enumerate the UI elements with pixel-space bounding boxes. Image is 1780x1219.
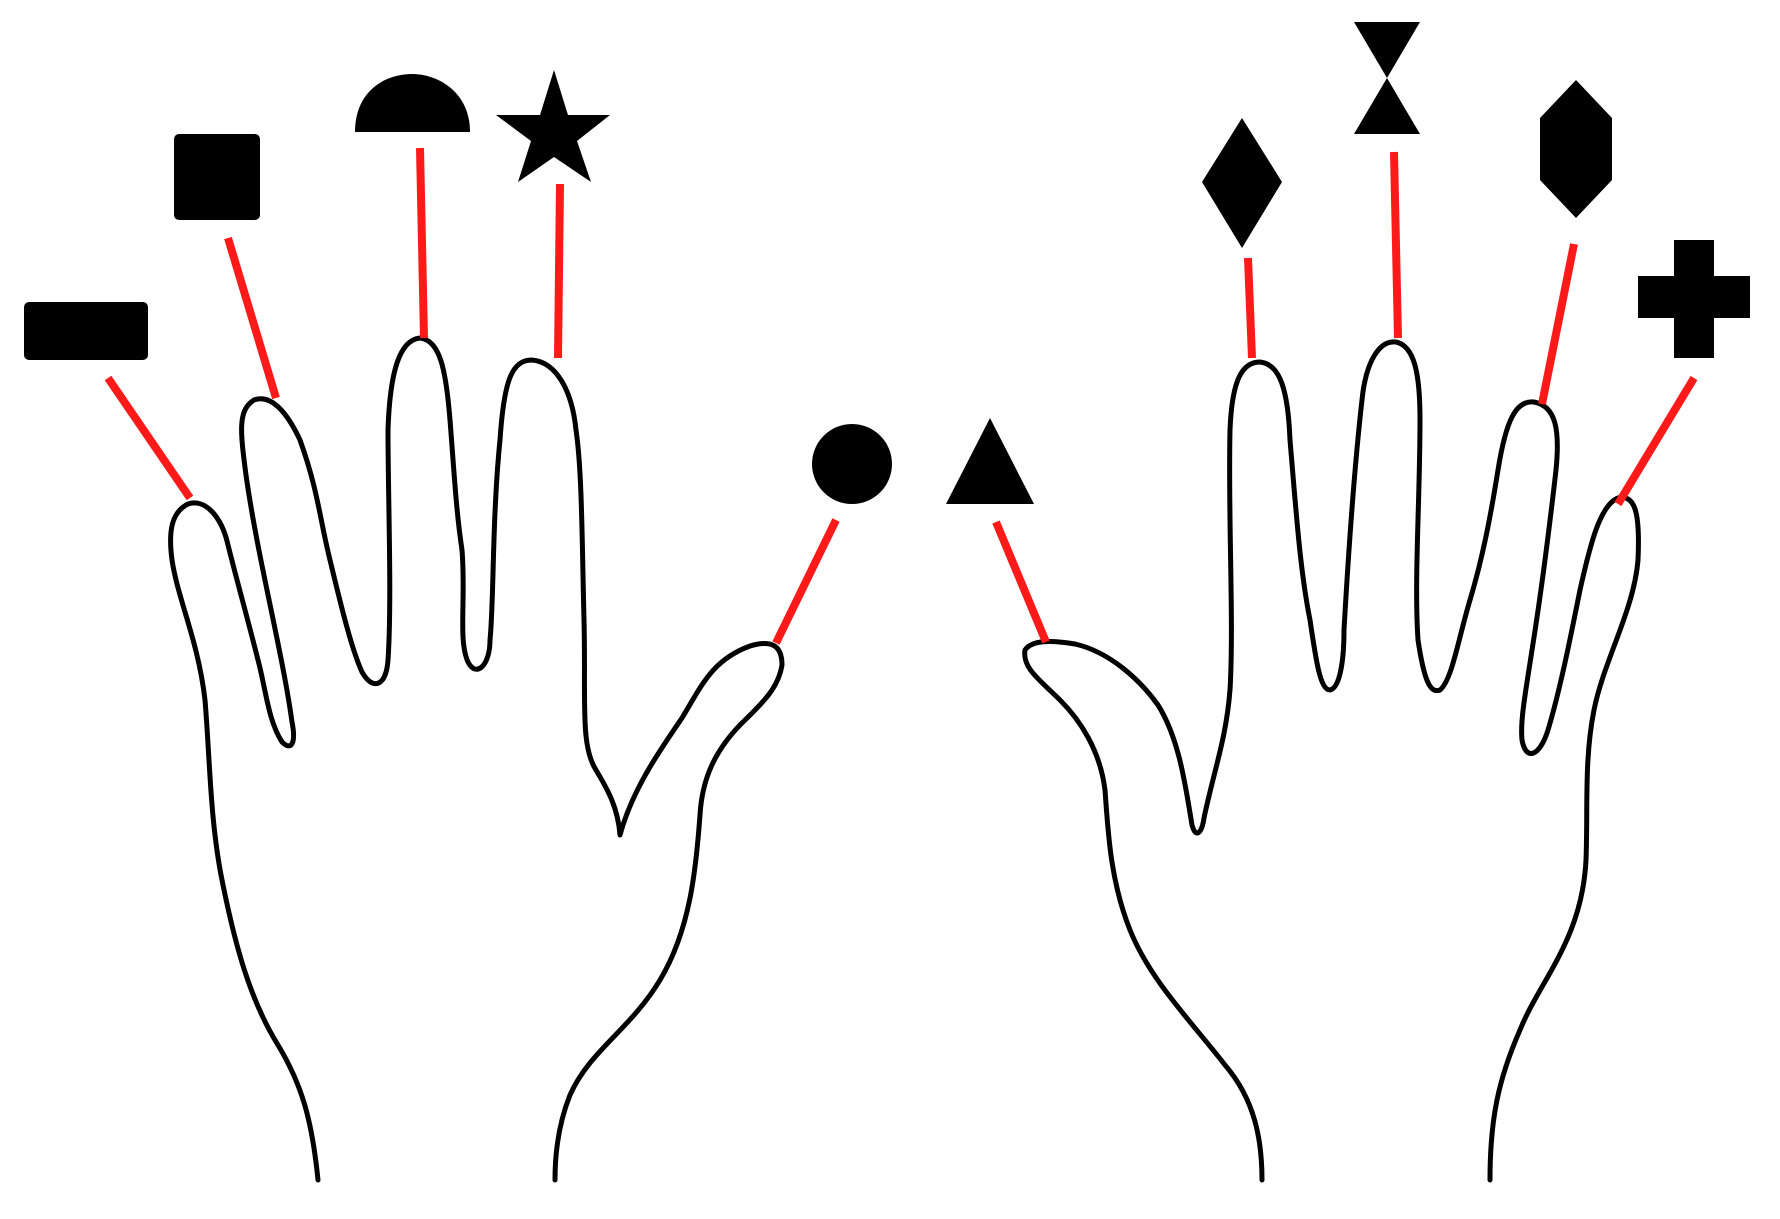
star-icon xyxy=(496,70,610,182)
half-circle-icon xyxy=(355,74,470,132)
leader-left-ring xyxy=(224,236,280,400)
bar-icon xyxy=(24,302,148,360)
circle-icon xyxy=(812,424,892,504)
leader-right-thumb xyxy=(992,520,1050,644)
hexagon-icon xyxy=(1540,80,1612,218)
cross-icon xyxy=(1638,240,1750,358)
diamond-icon xyxy=(1202,118,1282,248)
leader-right-index xyxy=(1244,257,1256,359)
left-hand-outline xyxy=(168,335,785,1183)
right-hand-outline xyxy=(1022,339,1641,1183)
leader-left-pinky xyxy=(104,375,194,501)
leader-right-ring xyxy=(1538,243,1578,405)
leader-left-index xyxy=(554,183,564,359)
leader-left-thumb xyxy=(772,518,840,645)
leader-left-middle xyxy=(416,147,428,339)
square-icon xyxy=(174,134,260,220)
hourglass-icon xyxy=(1354,22,1420,134)
triangle-icon xyxy=(946,418,1034,504)
leader-right-pinky xyxy=(1614,375,1698,507)
leader-right-middle xyxy=(1390,151,1402,339)
